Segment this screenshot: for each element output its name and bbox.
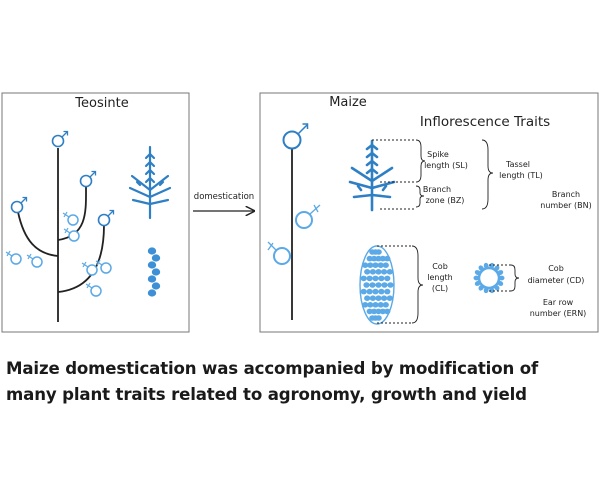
cob-cross-section-icon <box>473 262 505 294</box>
cob-kernel <box>379 255 386 262</box>
spike-length-label-1: Spike <box>427 150 449 159</box>
teosinte-female-flower-icon <box>85 282 102 297</box>
cob-kernel <box>367 262 374 269</box>
teosinte-female-flower-icon <box>81 261 98 276</box>
cob-kernel <box>384 308 391 315</box>
cob-kernel <box>372 275 379 282</box>
cob-kernel <box>375 282 382 288</box>
cob-diameter-measure-lines <box>489 264 520 292</box>
cob-kernel <box>387 282 394 288</box>
cob-kernel <box>369 295 376 302</box>
ear-row-number-label-1: Ear row <box>543 298 574 307</box>
maize-cob-icon <box>359 245 395 325</box>
cob-kernel <box>369 282 376 288</box>
cob-kernel <box>366 255 373 262</box>
maize-tassel-icon <box>348 139 396 212</box>
maize-plant <box>267 123 321 320</box>
cob-kernel <box>362 262 369 269</box>
cob-kernel <box>379 308 386 315</box>
cob-kernel <box>372 302 379 308</box>
caption-line-1: Maize domestication was accompanied by m… <box>6 359 539 378</box>
cob-kernel <box>366 308 373 315</box>
teosinte-female-flower-icon <box>95 259 112 274</box>
cob-kernel <box>375 249 382 255</box>
cob-kernel <box>386 269 393 275</box>
cob-kernel <box>381 282 388 288</box>
maize-domestication-diagram: Teosinte <box>1 92 599 333</box>
cob-kernel <box>363 282 370 288</box>
cob-kernel <box>381 295 388 302</box>
teosinte-frame <box>1 92 190 333</box>
cob-kernel <box>384 275 391 282</box>
tassel-measure-lines <box>372 139 494 210</box>
branch-zone-label-1: Branch <box>423 185 451 194</box>
cob-kernel <box>369 269 376 275</box>
domestication-arrow: domestication <box>193 192 254 211</box>
teosinte-female-flower-icon <box>62 211 79 226</box>
cob-kernel <box>382 302 389 308</box>
branch-number-label-1: Branch <box>552 190 580 199</box>
cob-kernel <box>381 269 388 275</box>
teosinte-female-flower-icon <box>26 253 43 268</box>
cob-kernel <box>386 295 393 302</box>
cob-kernel <box>382 262 389 269</box>
cob-kernel <box>366 275 373 282</box>
ear-row-number-label-2: number (ERN) <box>530 309 587 318</box>
maize-frame <box>259 92 599 333</box>
cob-kernel <box>377 302 384 308</box>
figure-caption: Maize domestication was accompanied by m… <box>6 356 596 408</box>
cob-kernel <box>378 288 385 295</box>
cob-kernel <box>372 288 379 295</box>
teosinte-male-flower-icon <box>97 209 115 227</box>
teosinte-female-flower-icon <box>5 250 22 265</box>
cob-kernel <box>366 288 373 295</box>
cob-kernel <box>364 269 371 275</box>
inflorescence-traits-title: Inflorescence Traits <box>420 114 550 130</box>
cob-kernel <box>367 302 374 308</box>
cob-kernel <box>377 262 384 269</box>
cob-kernels <box>360 249 394 321</box>
cob-kernel <box>360 275 367 282</box>
branch-zone-label-2: zone (BZ) <box>426 196 465 205</box>
cob-kernel <box>375 315 382 321</box>
cob-kernel <box>371 308 378 315</box>
teosinte-ear-icon <box>147 247 161 297</box>
teosinte-female-flower-icon <box>63 227 80 242</box>
maize-title: Maize <box>329 95 367 110</box>
cob-length-label-2: length <box>427 273 453 282</box>
cob-kernel <box>364 295 371 302</box>
cob-length-label-1: Cob <box>432 262 448 271</box>
teosinte-male-flower-icon <box>79 170 97 188</box>
cob-length-label-3: (CL) <box>432 284 448 293</box>
cob-kernel <box>375 255 382 262</box>
domestication-label: domestication <box>194 192 254 202</box>
caption-line-2: many plant traits related to agronomy, g… <box>6 385 527 404</box>
cob-diameter-label-1: Cob <box>548 264 564 273</box>
maize-panel: Maize Inflorescence Traits <box>259 92 599 333</box>
cob-kernel <box>362 302 369 308</box>
cob-kernel <box>372 262 379 269</box>
cob-measure-lines <box>377 245 424 324</box>
cob-kernel <box>375 308 382 315</box>
tassel-length-label-1: Tassel <box>505 160 530 169</box>
cob-diameter-label-2: diameter (CD) <box>528 276 585 285</box>
cob-kernel <box>360 288 367 295</box>
teosinte-tassel-icon <box>128 145 172 220</box>
cob-kernel <box>375 269 382 275</box>
cob-kernel <box>384 255 391 262</box>
cob-kernel <box>378 275 385 282</box>
cob-kernel <box>371 255 378 262</box>
cob-kernel <box>384 288 391 295</box>
teosinte-panel: Teosinte <box>1 92 190 333</box>
tassel-length-label-2: length (TL) <box>499 171 543 180</box>
branch-number-label-2: number (BN) <box>540 201 591 210</box>
cob-kernel <box>375 295 382 302</box>
spike-length-label-2: length (SL) <box>424 161 468 170</box>
teosinte-male-flower-icon <box>51 130 69 148</box>
teosinte-plant <box>17 148 105 322</box>
teosinte-male-flower-icon <box>10 196 28 214</box>
teosinte-title: Teosinte <box>74 96 128 111</box>
